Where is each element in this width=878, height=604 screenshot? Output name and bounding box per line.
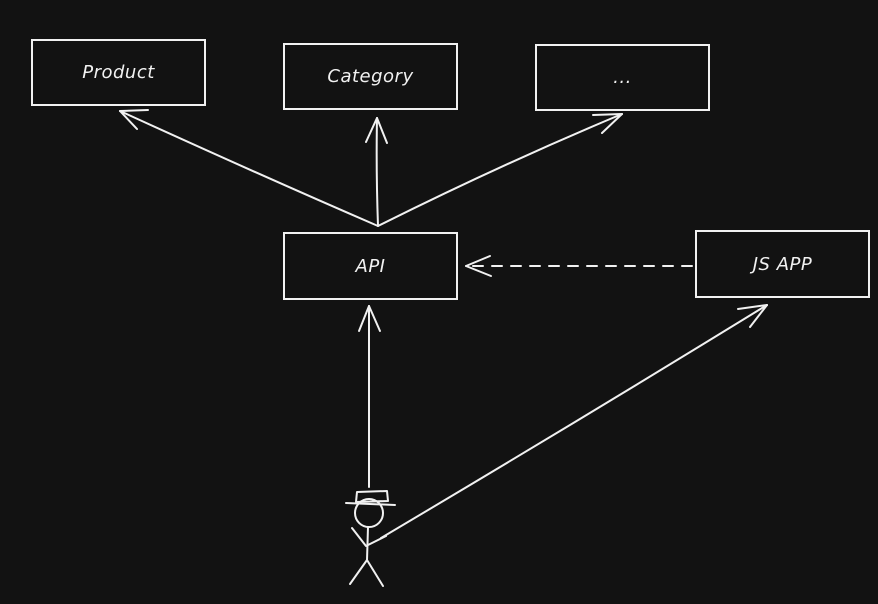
more-node-label: ... <box>613 67 632 88</box>
js-app-node: JS APP <box>695 230 870 298</box>
edge-user-to-jsapp <box>380 304 768 539</box>
edge-api-to-category <box>365 117 388 227</box>
api-node: API <box>283 232 458 300</box>
product-node-label: Product <box>82 62 155 83</box>
category-node: Category <box>283 43 458 110</box>
more-node: ... <box>535 44 710 111</box>
product-node: Product <box>31 39 206 106</box>
edge-user-to-api <box>358 305 381 488</box>
stick-figure-with-hat-icon <box>345 490 396 587</box>
js-app-node-label: JS APP <box>752 253 813 275</box>
edge-api-to-product <box>119 109 379 227</box>
category-node-label: Category <box>327 66 414 87</box>
edge-jsapp-to-api <box>465 255 693 277</box>
api-node-label: API <box>355 255 386 277</box>
edge-api-to-more <box>377 113 623 227</box>
